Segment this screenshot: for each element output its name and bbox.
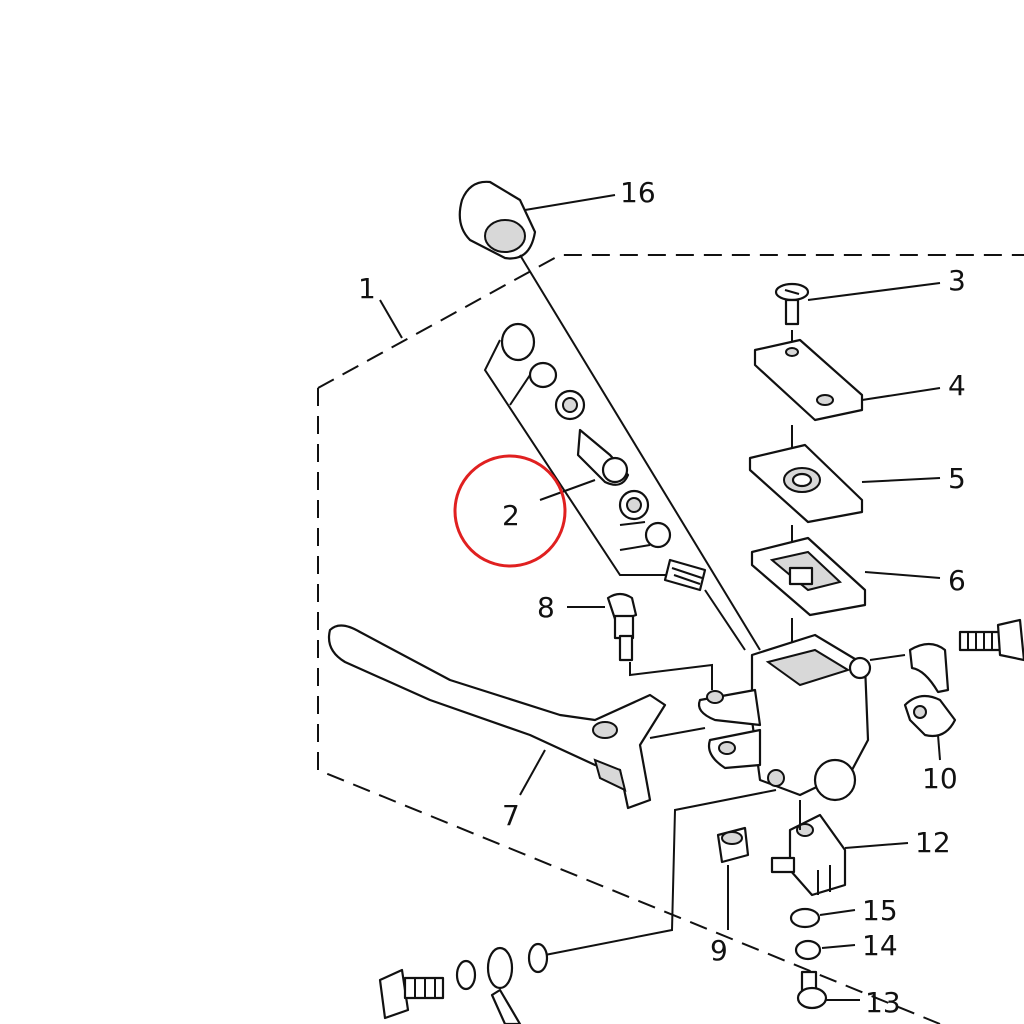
part-4-reservoir-cap <box>753 338 864 422</box>
part-15-washer <box>789 907 821 929</box>
part-14-nut <box>794 939 822 961</box>
label-8: 8 <box>537 591 555 624</box>
label-3: 3 <box>948 264 966 297</box>
label-15: 15 <box>862 894 898 927</box>
label-14: 14 <box>862 929 898 962</box>
assembly-boundary <box>317 254 1024 1024</box>
part-5-diaphragm-holder <box>748 443 864 524</box>
label-2: 2 <box>502 499 520 532</box>
label-1: 1 <box>358 272 376 305</box>
label-10: 10 <box>922 762 958 795</box>
label-12: 12 <box>915 826 951 859</box>
part-2-piston-kit <box>483 322 707 592</box>
label-4: 4 <box>948 369 966 402</box>
highlight-circle <box>453 454 567 568</box>
label-9: 9 <box>710 934 728 967</box>
label-5: 5 <box>948 462 966 495</box>
part-7-brake-lever <box>327 624 667 810</box>
part-8-pivot-bolt <box>606 592 638 662</box>
part-12-brake-switch <box>770 813 847 897</box>
banjo-bolt-assembly <box>378 942 549 1024</box>
label-16: 16 <box>620 176 656 209</box>
label-6: 6 <box>948 564 966 597</box>
part-6-diaphragm <box>750 536 867 617</box>
part-3-screw <box>774 282 810 326</box>
part-9-nut <box>716 826 750 864</box>
clamp-bolt <box>958 618 1024 662</box>
label-7: 7 <box>502 799 520 832</box>
part-13-screw <box>796 970 828 1010</box>
part-16-bushing <box>458 180 537 260</box>
master-cylinder-body <box>697 633 872 802</box>
label-13: 13 <box>865 986 901 1019</box>
part-10-clamp <box>903 642 957 738</box>
